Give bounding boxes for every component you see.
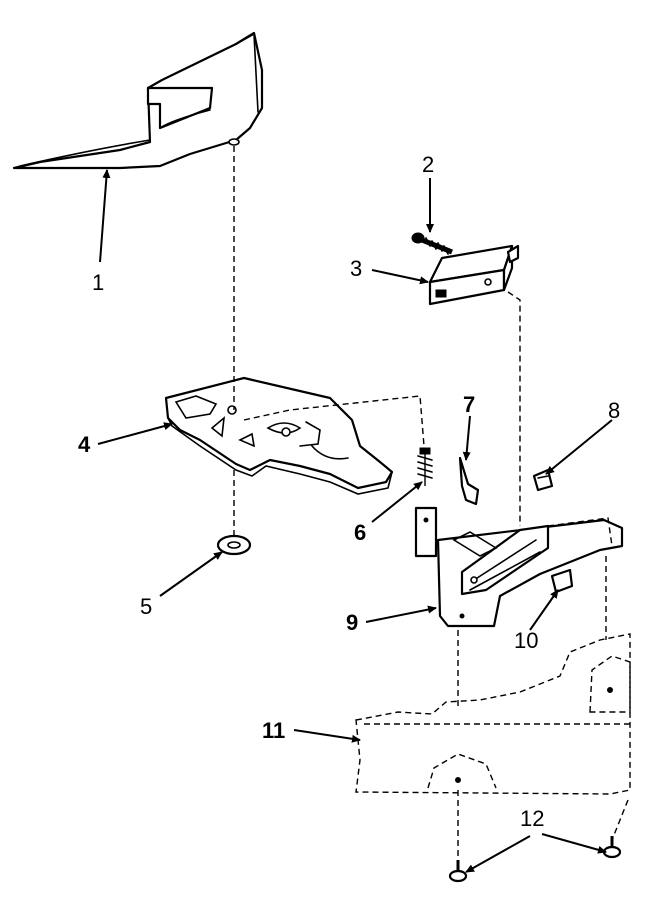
alignment-lines <box>233 146 629 862</box>
part-11-panel <box>355 633 631 795</box>
callout-7: 7 <box>463 392 475 417</box>
part-6-spring <box>414 447 438 558</box>
part-2-screw <box>411 232 453 255</box>
part-5-nut <box>216 534 252 556</box>
callout-1: 1 <box>92 270 104 295</box>
part-12-screws <box>448 836 622 883</box>
part-9-bracket <box>436 518 624 628</box>
callout-5: 5 <box>140 594 152 619</box>
part-10-clip <box>550 568 574 594</box>
part-1-cover <box>12 31 264 170</box>
callout-8: 8 <box>608 398 620 423</box>
leader-lines <box>97 169 613 873</box>
callout-6: 6 <box>354 520 366 545</box>
callout-10: 10 <box>514 628 538 653</box>
callout-11: 11 <box>262 718 285 743</box>
part-8-clip <box>532 468 554 492</box>
part-3-switch <box>428 244 520 306</box>
callout-2: 2 <box>422 152 434 177</box>
part-4-bracket <box>164 376 394 495</box>
callout-12: 12 <box>520 806 544 831</box>
callout-4: 4 <box>78 432 91 457</box>
callout-9: 9 <box>346 610 358 635</box>
part-7-clip <box>458 456 480 506</box>
callout-3: 3 <box>350 256 362 281</box>
